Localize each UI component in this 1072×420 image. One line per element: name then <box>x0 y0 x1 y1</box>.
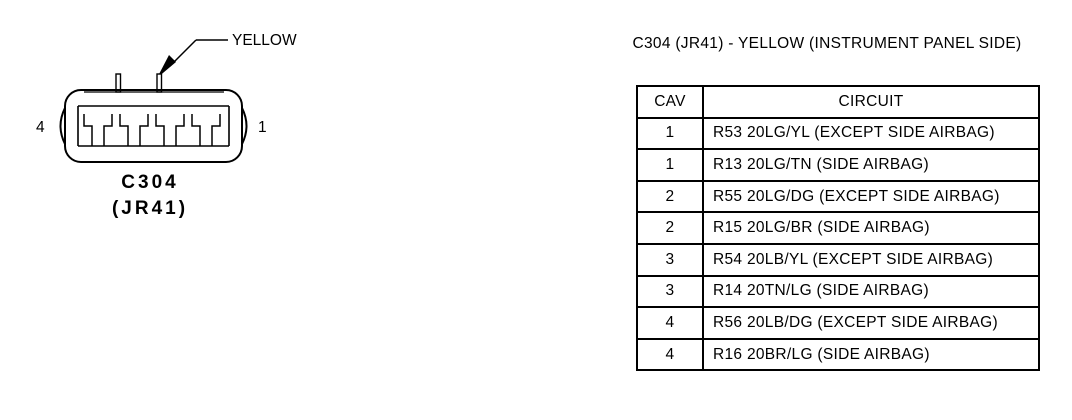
circuit-cell: R53 20LG/YL (EXCEPT SIDE AIRBAG) <box>702 116 1040 151</box>
circuit-cell: R55 20LG/DG (EXCEPT SIDE AIRBAG) <box>702 179 1040 214</box>
circuit-cell: R13 20LG/TN (SIDE AIRBAG) <box>702 148 1040 182</box>
cav-cell: 2 <box>636 179 704 214</box>
cavity-4 <box>83 114 113 146</box>
cavity-2 <box>155 114 185 146</box>
table-header-row: CAV CIRCUIT <box>636 85 1040 119</box>
cav-cell: 3 <box>636 242 704 277</box>
header-circuit: CIRCUIT <box>702 85 1040 119</box>
cav-cell: 4 <box>636 306 704 340</box>
circuit-cell: R14 20TN/LG (SIDE AIRBAG) <box>702 274 1040 309</box>
circuit-cell: R15 20LG/BR (SIDE AIRBAG) <box>702 211 1040 245</box>
connector-name: C304 <box>121 172 179 193</box>
connector-body <box>59 89 248 163</box>
connector-code: (JR41) <box>111 198 189 219</box>
circuit-cell: R16 20BR/LG (SIDE AIRBAG) <box>702 337 1040 372</box>
cav-cell: 1 <box>636 148 704 182</box>
pin-label-right: 1 <box>258 119 267 136</box>
pin-label-left: 4 <box>36 119 45 136</box>
cav-cell: 1 <box>636 116 704 151</box>
header-cav: CAV <box>636 85 704 119</box>
callout-leader <box>157 39 228 78</box>
callout-arrow-icon <box>157 55 176 78</box>
cav-cell: 2 <box>636 211 704 245</box>
cavity-3 <box>119 114 149 146</box>
cavity-1 <box>191 114 221 146</box>
table-title: C304 (JR41) - YELLOW (INSTRUMENT PANEL S… <box>632 35 1022 52</box>
cavity-terminals <box>83 114 221 146</box>
cav-cell: 3 <box>636 274 704 309</box>
circuit-cell: R54 20LB/YL (EXCEPT SIDE AIRBAG) <box>702 242 1040 277</box>
cav-cell: 4 <box>636 337 704 372</box>
color-label: YELLOW <box>232 32 297 49</box>
circuit-cell: R56 20LB/DG (EXCEPT SIDE AIRBAG) <box>702 306 1040 340</box>
connector-diagram: YELLOW 4 1 <box>36 32 297 163</box>
